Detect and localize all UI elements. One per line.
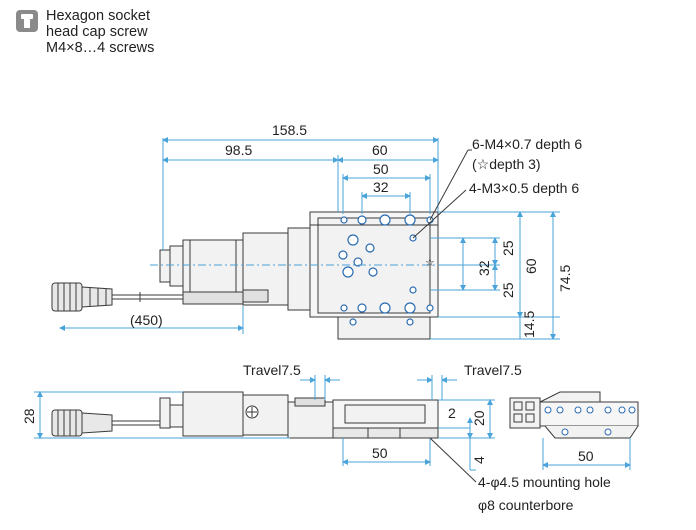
motor xyxy=(159,227,311,311)
legend-text: Hexagon socket head cap screw M4×8…4 scr… xyxy=(46,8,154,56)
note-mounting-hole: 4-φ4.5 mounting hole xyxy=(478,474,611,490)
top-dimension-labels: 158.5 98.5 60 50 32 (450) 25 32 25 60 74… xyxy=(130,122,582,338)
dim-2: 2 xyxy=(448,405,456,421)
note-counterbore: φ8 counterbore xyxy=(478,497,574,513)
legend-line-2: head cap screw xyxy=(46,24,148,40)
note-m4-tap: 6-M4×0.7 depth 6 xyxy=(472,136,582,152)
dim-cable-length: (450) xyxy=(130,312,163,328)
top-dimensions xyxy=(59,137,560,340)
top-view: ☆ xyxy=(51,211,445,340)
dim-32-right: 32 xyxy=(476,260,492,276)
front-view xyxy=(51,391,439,439)
dim-74-5: 74.5 xyxy=(557,265,573,292)
dim-overall-length: 158.5 xyxy=(272,122,307,138)
front-dimensions xyxy=(34,375,495,483)
side-view xyxy=(509,391,639,439)
travel-left-label: Travel7.5 xyxy=(243,362,301,378)
dim-50-top: 50 xyxy=(373,161,389,177)
dim-60-right: 60 xyxy=(523,258,539,274)
legend-line-1: Hexagon socket xyxy=(46,8,150,24)
dim-50-front: 50 xyxy=(372,445,388,461)
dim-25-upper: 25 xyxy=(500,240,516,256)
note-m3-tap: 4-M3×0.5 depth 6 xyxy=(469,180,579,196)
dim-28: 28 xyxy=(21,408,37,424)
dim-60-top: 60 xyxy=(372,142,388,158)
legend: Hexagon socket head cap screw M4×8…4 scr… xyxy=(16,8,154,56)
legend-line-3: M4×8…4 screws xyxy=(46,40,155,56)
dim-14-5: 14.5 xyxy=(521,311,537,338)
svg-text:☆: ☆ xyxy=(425,257,435,269)
dim-20: 20 xyxy=(471,410,487,426)
dim-25-lower: 25 xyxy=(500,282,516,298)
front-dimension-labels: Travel7.5 Travel7.5 28 2 20 4 50 4-φ4.5 … xyxy=(21,362,611,513)
note-star-depth: (☆depth 3) xyxy=(472,156,541,172)
hex-socket-screw-icon xyxy=(16,10,38,32)
side-dimension-labels: 50 xyxy=(578,448,594,464)
dim-4: 4 xyxy=(471,456,487,464)
side-dimensions xyxy=(542,438,631,470)
dim-98-5: 98.5 xyxy=(225,142,252,158)
mounting-holes xyxy=(338,214,434,326)
dim-32-top: 32 xyxy=(373,179,389,195)
travel-right-label: Travel7.5 xyxy=(464,362,522,378)
dim-50-side: 50 xyxy=(578,448,594,464)
